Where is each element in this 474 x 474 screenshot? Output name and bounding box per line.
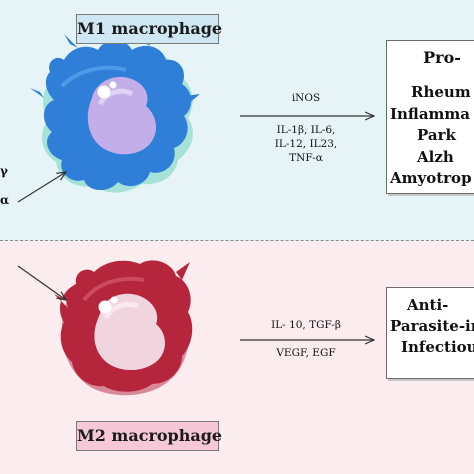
m2-outcome-item: Parasite-in bbox=[390, 317, 474, 335]
m1-macrophage-cell bbox=[30, 30, 200, 193]
left-fragment-gamma: γ bbox=[0, 164, 8, 178]
incoming-arrow-m1 bbox=[17, 172, 66, 203]
incoming-arrow-m2 bbox=[17, 265, 66, 300]
panel-divider bbox=[0, 240, 474, 241]
m2-outcome-item: Anti- bbox=[407, 296, 449, 314]
m2-mediator-line1: IL- 10, TGF-β bbox=[271, 319, 341, 331]
m1-outcome-box: Pro- Rheum Inflamma Park Alzh Amyotrop bbox=[386, 40, 474, 194]
m1-title: M1 macrophage bbox=[76, 14, 222, 44]
m1-outcome-item: Amyotrop bbox=[390, 169, 472, 187]
m2-outcome-box: Anti- Parasite-in Infectiou bbox=[386, 287, 474, 379]
m1-outcome-item: Park bbox=[417, 126, 456, 144]
m1-mediator-line4: TNF-α bbox=[289, 152, 323, 164]
m1-mediator-line2: IL-1β, IL-6, bbox=[276, 124, 336, 136]
m1-outcome-heading: Pro- bbox=[423, 48, 461, 67]
m1-vesicle-large bbox=[97, 85, 111, 99]
m2-macrophage-cell bbox=[54, 260, 193, 396]
m1-mediator-inos: iNOS bbox=[291, 92, 321, 104]
m1-mediator-line3: IL-12, IL23, bbox=[274, 138, 338, 150]
m1-outcome-item: Alzh bbox=[417, 147, 454, 166]
m2-vesicle-large bbox=[98, 300, 112, 314]
m2-vesicle-small bbox=[110, 296, 118, 304]
m2-title: M2 macrophage bbox=[76, 421, 222, 451]
m1-vesicle-small bbox=[109, 81, 117, 89]
m1-outcome-item: Inflamma bbox=[390, 104, 471, 123]
left-fragment-alpha: α bbox=[0, 193, 10, 207]
m2-mediator-line2: VEGF, EGF bbox=[276, 347, 336, 359]
m2-outcome-item: Infectiou bbox=[401, 338, 474, 356]
m1-outcome-item: Rheum bbox=[411, 83, 471, 101]
